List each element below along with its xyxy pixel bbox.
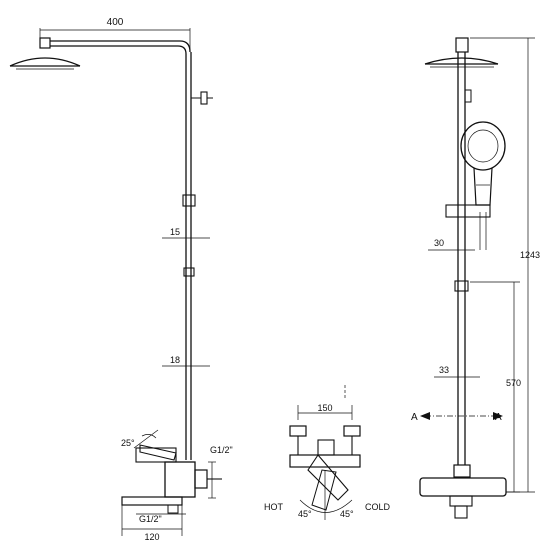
- handle-angle-label: 25°: [121, 438, 135, 448]
- inlet-right-label: G1/2": [210, 445, 233, 455]
- height-1243-label: 1243: [520, 250, 540, 260]
- dimension-400-label: 400: [107, 17, 124, 28]
- dimension-15-label: 15: [170, 227, 180, 237]
- rain-shower-head: [9, 37, 81, 70]
- centers-150-label: 150: [317, 403, 332, 413]
- shower-arm: [50, 40, 191, 55]
- section-a-left-label: A: [411, 412, 418, 423]
- hand-shower: [460, 121, 506, 250]
- riser-pipe: [182, 52, 213, 460]
- cold-label: COLD: [365, 502, 391, 512]
- dimension-18: 18: [162, 355, 210, 367]
- dimension-15: 15: [162, 227, 210, 239]
- dimension-18-label: 18: [170, 355, 180, 365]
- angle-right-label: 45°: [340, 509, 354, 519]
- section-a-right-label: A: [495, 412, 502, 423]
- angle-left-label: 45°: [298, 509, 312, 519]
- mixer-side: 25° G1/2" G1/2" 120: [121, 429, 233, 542]
- dimension-30-label: 30: [434, 238, 444, 248]
- height-570-label: 570: [506, 378, 521, 388]
- side-view: 400 15 18 25°: [9, 17, 233, 542]
- inlet-bottom-label: G1/2": [139, 514, 162, 524]
- hot-label: HOT: [264, 502, 284, 512]
- mixer-top-view: 150 HOT COLD 45° 45°: [264, 385, 391, 520]
- spout-120-label: 120: [144, 532, 159, 542]
- front-view: 30 33 A A 570 1243: [411, 37, 540, 519]
- dimension-33-label: 33: [439, 365, 449, 375]
- dimension-400: 400: [39, 17, 191, 50]
